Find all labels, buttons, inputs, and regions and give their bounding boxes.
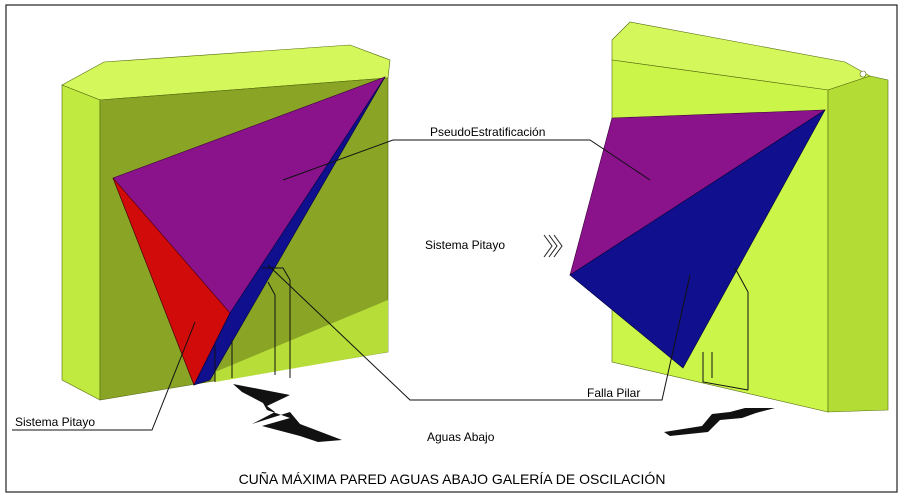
- leader-pseudo-estratificacion: [282, 139, 651, 181]
- left-block-lower-band: [215, 300, 388, 382]
- label-sistema-pitayo-right: Sistema Pitayo: [425, 238, 505, 252]
- leader-falla-pilar: [267, 264, 691, 401]
- label-falla-pilar: Falla Pilar: [587, 386, 640, 400]
- figure-caption: CUÑA MÁXIMA PARED AGUAS ABAJO GALERÍA DE…: [239, 471, 666, 487]
- right-flow-arrow-icon: [664, 408, 775, 436]
- chevron-1: [543, 234, 553, 258]
- right-wedge-blue-face: [569, 109, 826, 369]
- left-wedge-blue-face: [193, 76, 386, 386]
- chevrons-icon: [543, 234, 563, 258]
- label-pseudo-estratificacion: PseudoEstratificación: [430, 125, 545, 139]
- label-sistema-pitayo-left: Sistema Pitayo: [15, 415, 95, 429]
- flow-arrows: [233, 384, 775, 442]
- left-construction-line-2: [267, 281, 276, 375]
- right-wedge: [569, 109, 827, 369]
- left-wedge: [112, 76, 386, 386]
- right-construction-lines: [702, 267, 749, 391]
- right-block-side-face: [827, 75, 889, 413]
- right-construction-line-2: [702, 352, 749, 391]
- label-aguas-abajo: Aguas Abajo: [427, 430, 495, 444]
- left-construction-line-1: [262, 267, 291, 378]
- chevron-3: [553, 234, 563, 258]
- left-flow-arrow-icon: [233, 384, 342, 442]
- right-block-corner-marker: [859, 70, 867, 78]
- chevron-2: [548, 234, 558, 258]
- right-construction-line-1: [734, 267, 749, 390]
- leader-lines: [12, 139, 691, 431]
- left-block-side-face: [61, 84, 101, 401]
- leader-sistema-pitayo-left: [12, 321, 196, 431]
- left-construction-lines: [214, 267, 291, 382]
